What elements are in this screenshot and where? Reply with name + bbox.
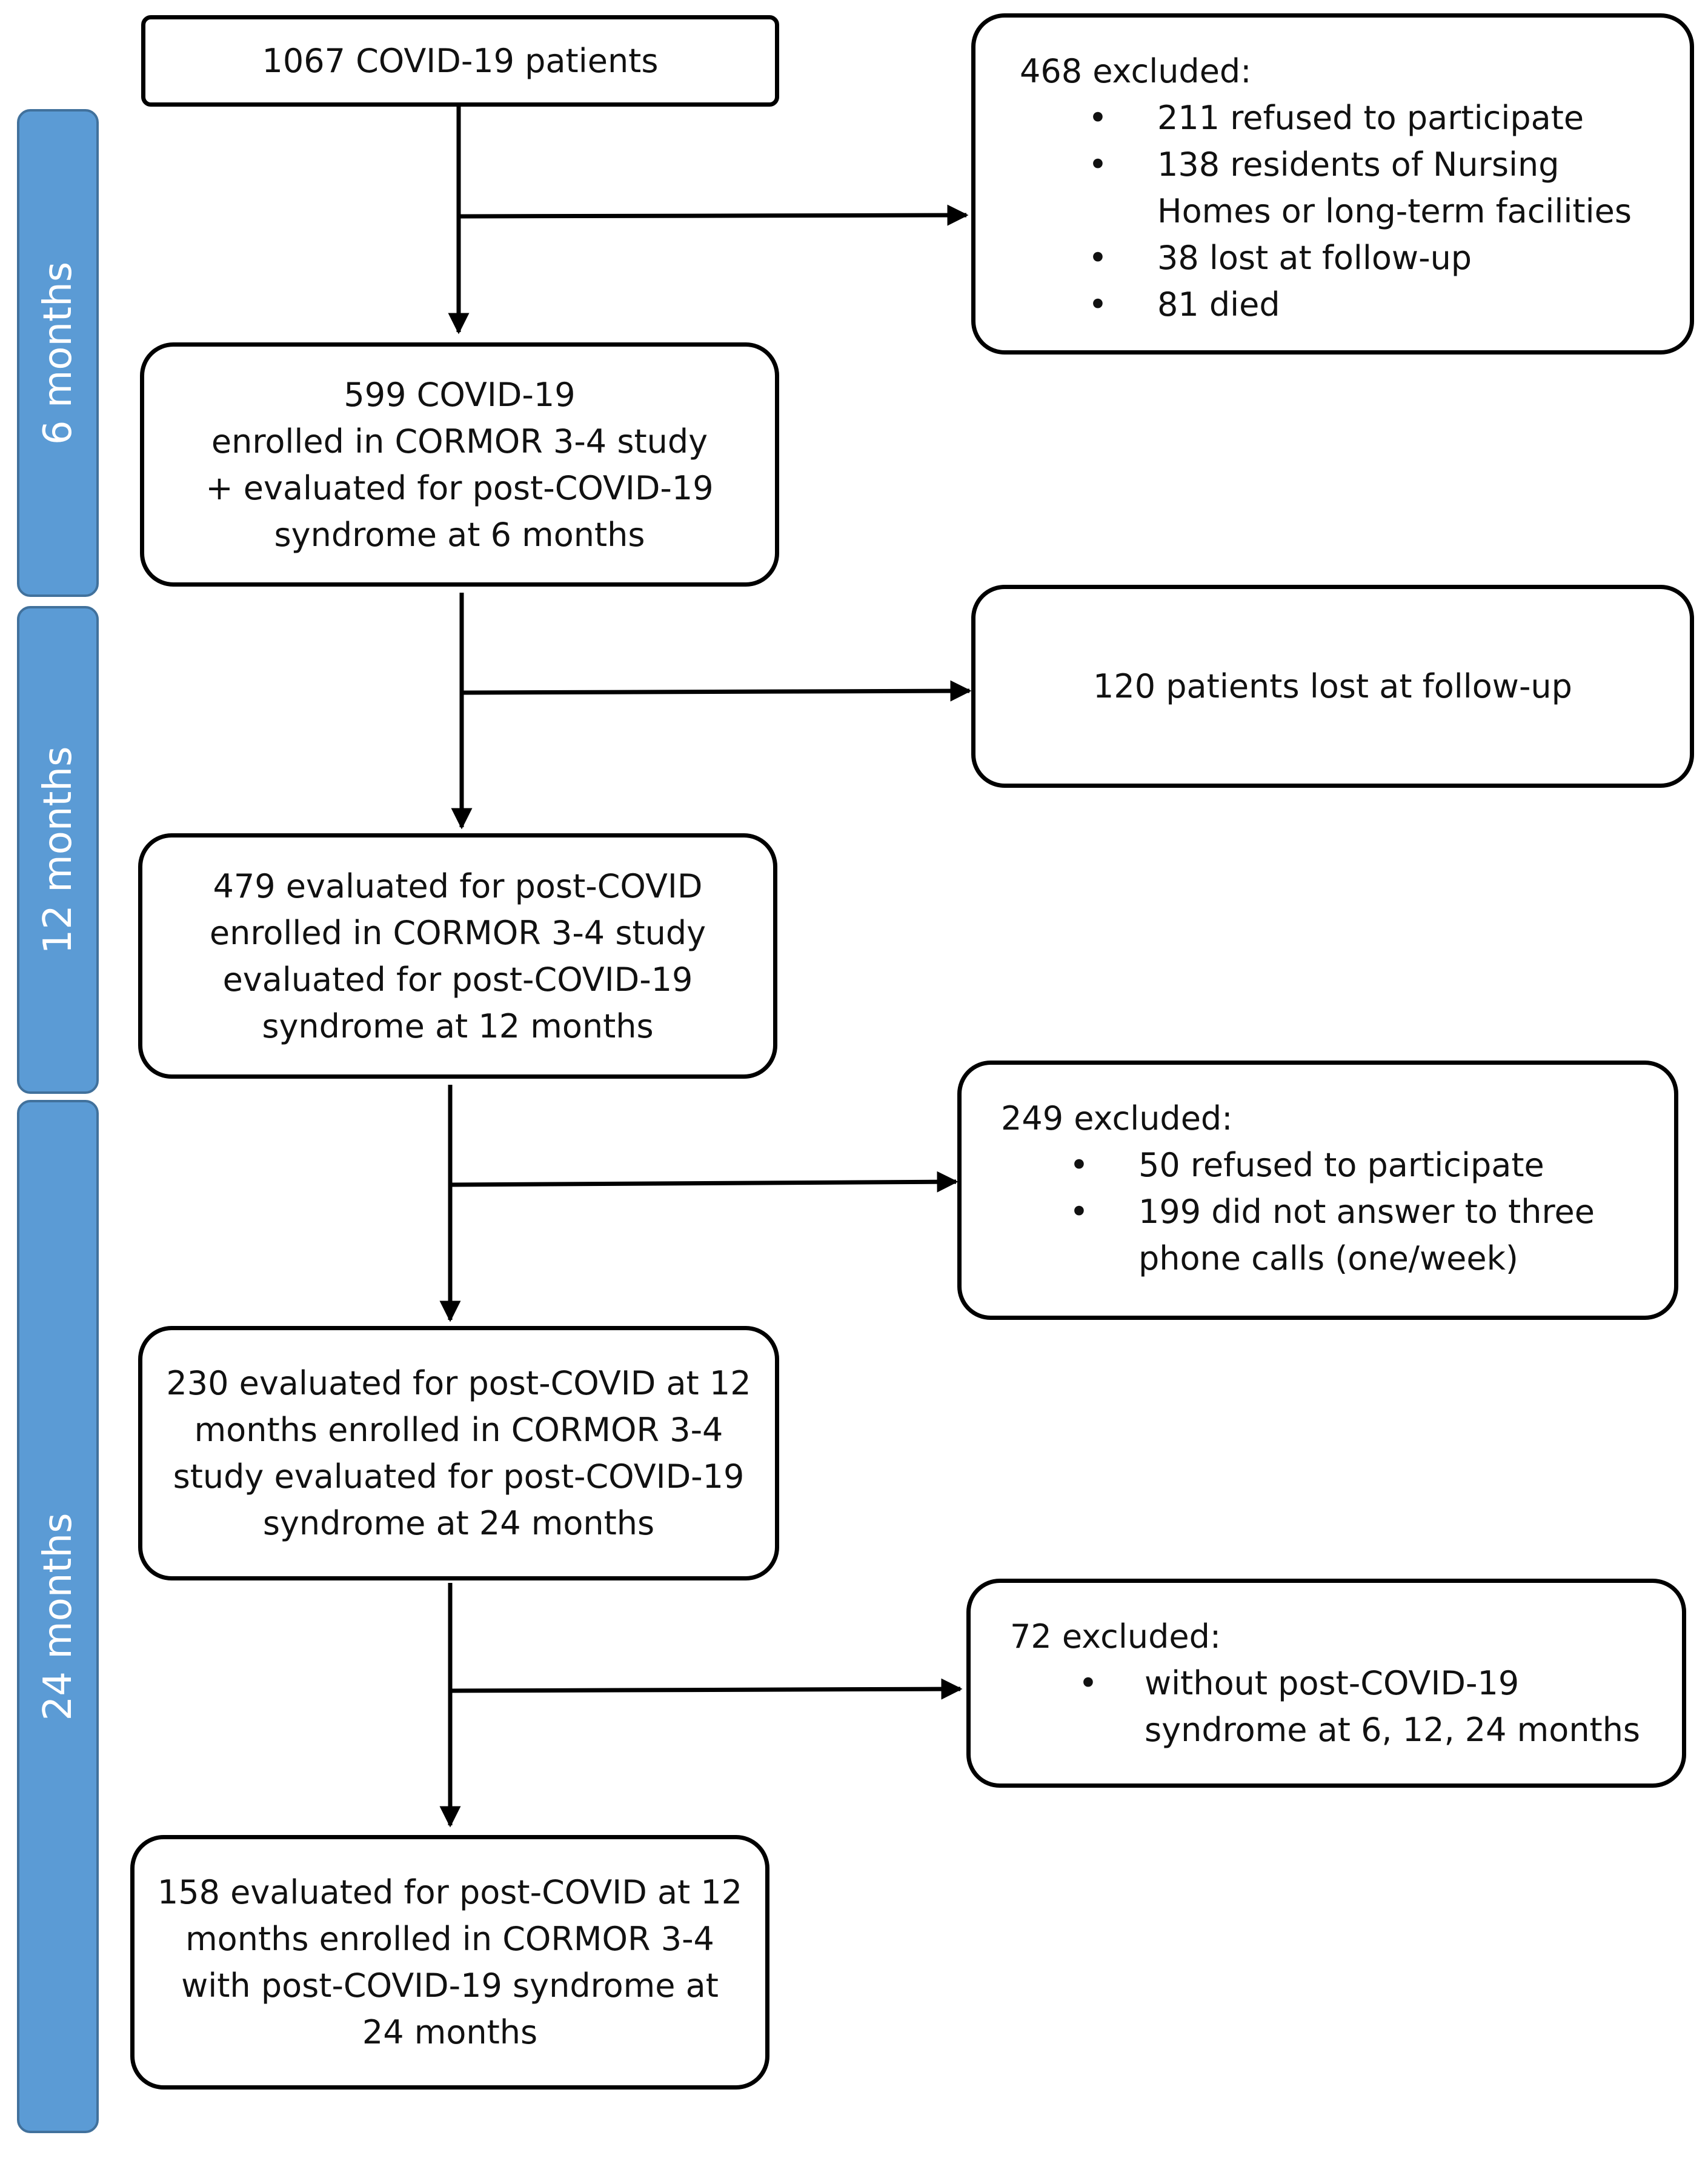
exclusion-box-3-heading: 249 excluded:: [1001, 1099, 1233, 1137]
exclusion-box-2-text: 120 patients lost at follow-up: [1093, 667, 1572, 705]
step-box-1-line: syndrome at 6 months: [274, 515, 645, 554]
bullet-icon: •: [1088, 99, 1108, 137]
list-item: • 211 refused to participate: [1020, 95, 1690, 141]
connector-right-1: [458, 204, 969, 226]
list-item: • 38 lost at follow-up: [1020, 235, 1690, 281]
list-item-line: syndrome at 6, 12, 24 months: [1145, 1711, 1641, 1749]
connector-right-3: [450, 1171, 959, 1193]
step-box-4-line: months enrolled in CORMOR 3-4: [185, 1920, 714, 1958]
step-box-2-line: syndrome at 12 months: [262, 1007, 654, 1045]
step-box-1-line: + evaluated for post-COVID-19: [205, 468, 714, 507]
phase-bar-12-months: 12 months: [17, 606, 99, 1094]
step-box-2-line: 479 evaluated for post-COVID: [213, 867, 703, 905]
exclusion-box-2: 120 patients lost at follow-up: [971, 585, 1694, 788]
exclusion-list-1: • 211 refused to participate • 138 resid…: [1020, 95, 1690, 328]
step-box-4: 158 evaluated for post-COVID at 12 month…: [130, 1835, 769, 2090]
step-box-2-line: evaluated for post-COVID-19: [222, 960, 693, 999]
step-box-3: 230 evaluated for post-COVID at 12 month…: [138, 1326, 779, 1580]
exclusion-box-3: 249 excluded: • 50 refused to participat…: [957, 1061, 1678, 1320]
list-item-line: 211 refused to participate: [1157, 99, 1584, 137]
connector-right-4: [450, 1678, 963, 1700]
exclusion-list-3: • 50 refused to participate • 199 did no…: [1001, 1142, 1674, 1282]
phase-bar-6-months: 6 months: [17, 109, 99, 597]
list-item: • 199 did not answer to three phone call…: [1001, 1188, 1674, 1282]
list-item-line: phone calls (one/week): [1138, 1239, 1518, 1277]
bullet-icon: •: [1088, 145, 1108, 184]
step-box-2-line: enrolled in CORMOR 3-4 study: [209, 913, 706, 952]
start-box: 1067 COVID-19 patients: [141, 15, 779, 107]
step-box-1-line: enrolled in CORMOR 3-4 study: [211, 422, 708, 461]
exclusion-box-1: 468 excluded: • 211 refused to participa…: [971, 13, 1694, 355]
step-box-2: 479 evaluated for post-COVID enrolled in…: [138, 833, 777, 1079]
exclusion-box-1-heading: 468 excluded:: [1020, 52, 1252, 90]
list-item-line: 81 died: [1157, 285, 1280, 324]
list-item-line: without post-COVID-19: [1145, 1664, 1520, 1702]
list-item-line: 38 lost at follow-up: [1157, 239, 1472, 277]
step-box-3-line: syndrome at 24 months: [262, 1504, 655, 1542]
exclusion-box-4: 72 excluded: • without post-COVID-19 syn…: [966, 1579, 1686, 1788]
exclusion-list-4: • without post-COVID-19 syndrome at 6, 1…: [1010, 1660, 1682, 1753]
list-item: • 50 refused to participate: [1001, 1142, 1674, 1188]
step-box-4-line: 24 months: [362, 2013, 538, 2051]
list-item-line: 199 did not answer to three: [1138, 1193, 1595, 1231]
step-box-4-line: with post-COVID-19 syndrome at: [181, 1967, 719, 2005]
list-item: • 138 residents of Nursing Homes or long…: [1020, 141, 1690, 235]
step-box-3-line: 230 evaluated for post-COVID at 12: [166, 1364, 751, 1402]
bullet-icon: •: [1069, 1193, 1089, 1231]
start-box-line: 1067 COVID-19 patients: [262, 42, 659, 80]
step-box-1: 599 COVID-19 enrolled in CORMOR 3-4 stud…: [140, 342, 779, 587]
bullet-icon: •: [1088, 239, 1108, 277]
exclusion-box-4-heading: 72 excluded:: [1010, 1617, 1221, 1656]
step-box-3-line: months enrolled in CORMOR 3-4: [194, 1411, 723, 1449]
step-box-3-line: study evaluated for post-COVID-19: [173, 1457, 745, 1496]
list-item: • without post-COVID-19 syndrome at 6, 1…: [1010, 1660, 1682, 1753]
step-box-1-line: 599 COVID-19: [344, 375, 576, 414]
list-item: • 81 died: [1020, 281, 1690, 328]
step-box-4-line: 158 evaluated for post-COVID at 12: [157, 1873, 743, 1911]
list-item-line: 138 residents of Nursing: [1157, 145, 1560, 184]
bullet-icon: •: [1078, 1664, 1098, 1702]
list-item-line: Homes or long-term facilities: [1157, 192, 1632, 230]
connector-right-2: [461, 680, 972, 702]
list-item-line: 50 refused to participate: [1138, 1146, 1544, 1184]
bullet-icon: •: [1069, 1146, 1089, 1184]
phase-bar-24-months: 24 months: [17, 1100, 99, 2133]
bullet-icon: •: [1088, 285, 1108, 324]
